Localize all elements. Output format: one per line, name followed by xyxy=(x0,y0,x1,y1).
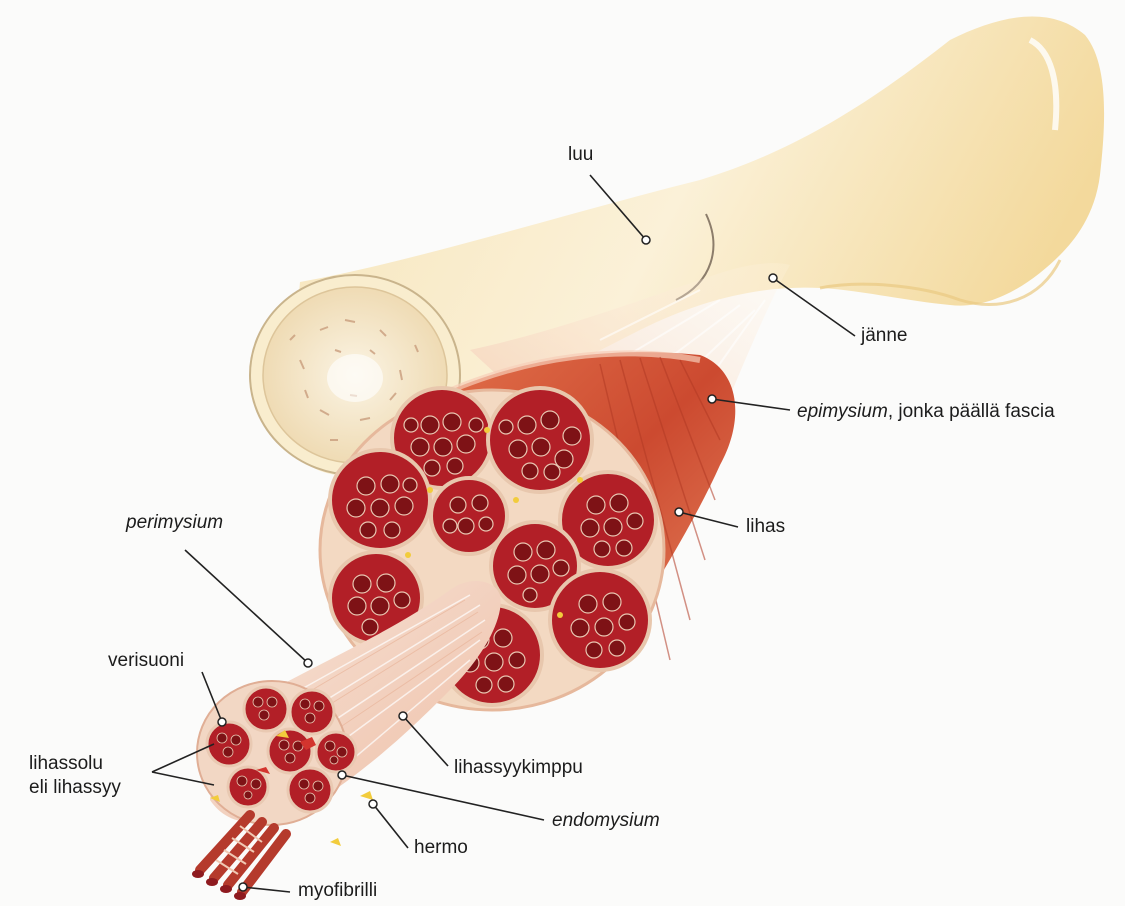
label-lihassolu-line1: lihassolu xyxy=(29,753,103,775)
label-epimysium: epimysium, jonka päällä fascia xyxy=(797,401,1055,423)
label-lihas: lihas xyxy=(746,516,785,538)
label-hermo: hermo xyxy=(414,837,468,859)
label-lihassolu-line2: eli lihassyy xyxy=(29,777,121,799)
label-verisuoni: verisuoni xyxy=(108,650,184,672)
label-epimysium-term: epimysium xyxy=(797,401,888,422)
label-perimysium: perimysium xyxy=(126,512,223,534)
label-endomysium: endomysium xyxy=(552,810,660,832)
label-lihassyykimppu: lihassyykimppu xyxy=(454,757,583,779)
label-epimysium-rest: , jonka päällä fascia xyxy=(888,401,1055,422)
label-janne: jänne xyxy=(861,325,908,347)
label-luu: luu xyxy=(568,144,593,166)
label-myofibrilli: myofibrilli xyxy=(298,880,377,902)
